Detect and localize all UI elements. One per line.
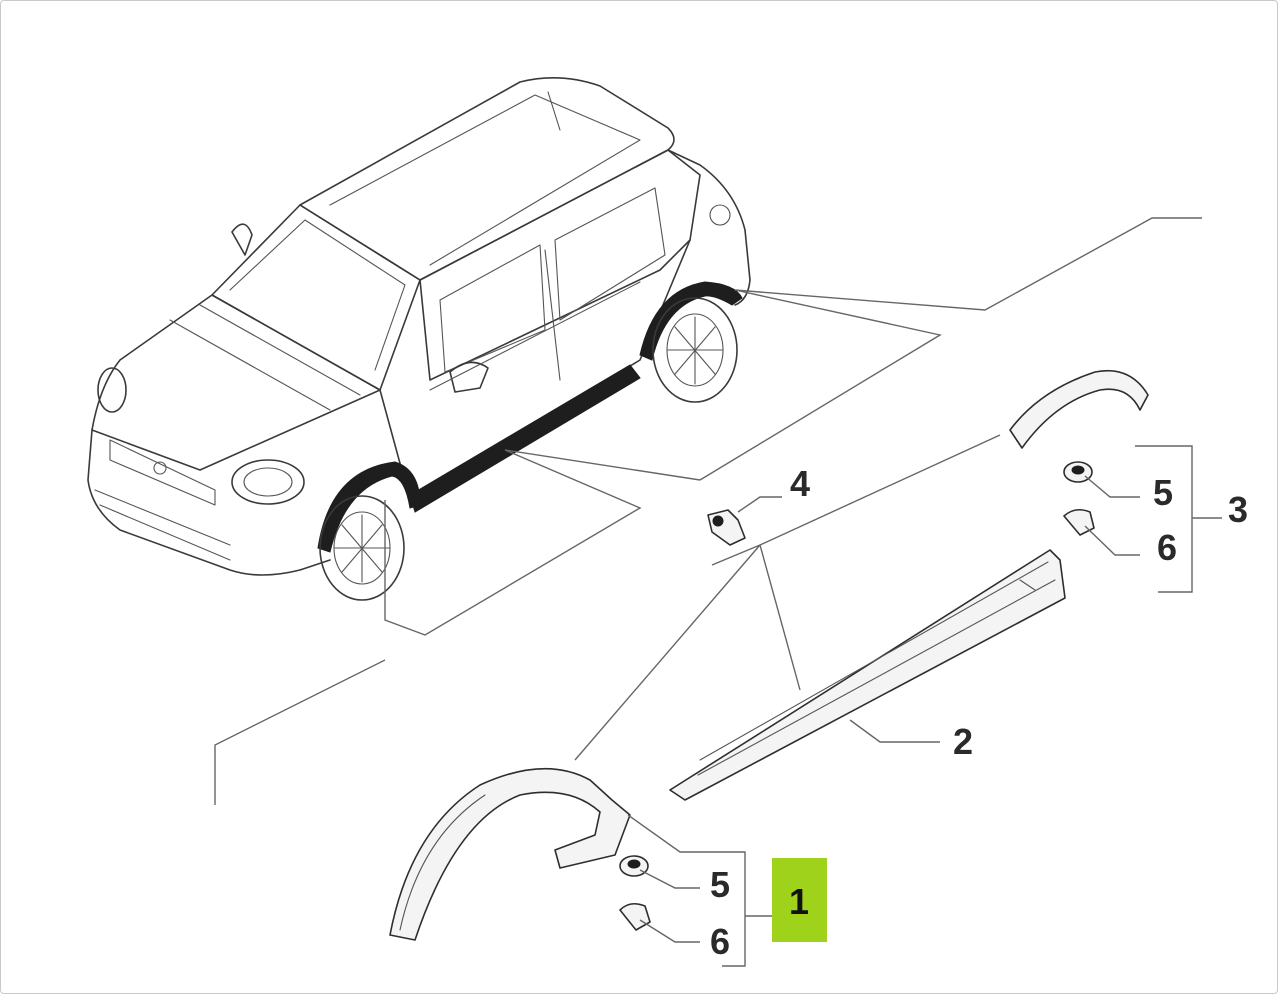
push-rivet-icon: [619, 902, 651, 931]
callout-4: 4: [790, 463, 810, 504]
clip-icon: [707, 509, 746, 546]
push-rivet-icon: [1063, 508, 1095, 536]
nut-icon: [1063, 461, 1093, 483]
front-arch-trim: [389, 767, 631, 941]
callout-3: 3: [1228, 489, 1248, 530]
callout-5: 5: [1153, 472, 1173, 513]
callout-6: 6: [710, 921, 730, 962]
car-illustration: [87, 77, 751, 601]
callout-1: 1: [789, 881, 809, 922]
callout-6: 6: [1157, 527, 1177, 568]
nut-icon: [619, 855, 649, 877]
rear-arch-trim: [1009, 369, 1149, 449]
leader-lines: [214, 217, 1202, 805]
side-sill-trim: [669, 549, 1066, 801]
callout-5: 5: [710, 864, 730, 905]
callout-2: 2: [953, 721, 973, 762]
callout-lines: [627, 445, 1222, 967]
callout-1-highlight: [772, 858, 827, 942]
